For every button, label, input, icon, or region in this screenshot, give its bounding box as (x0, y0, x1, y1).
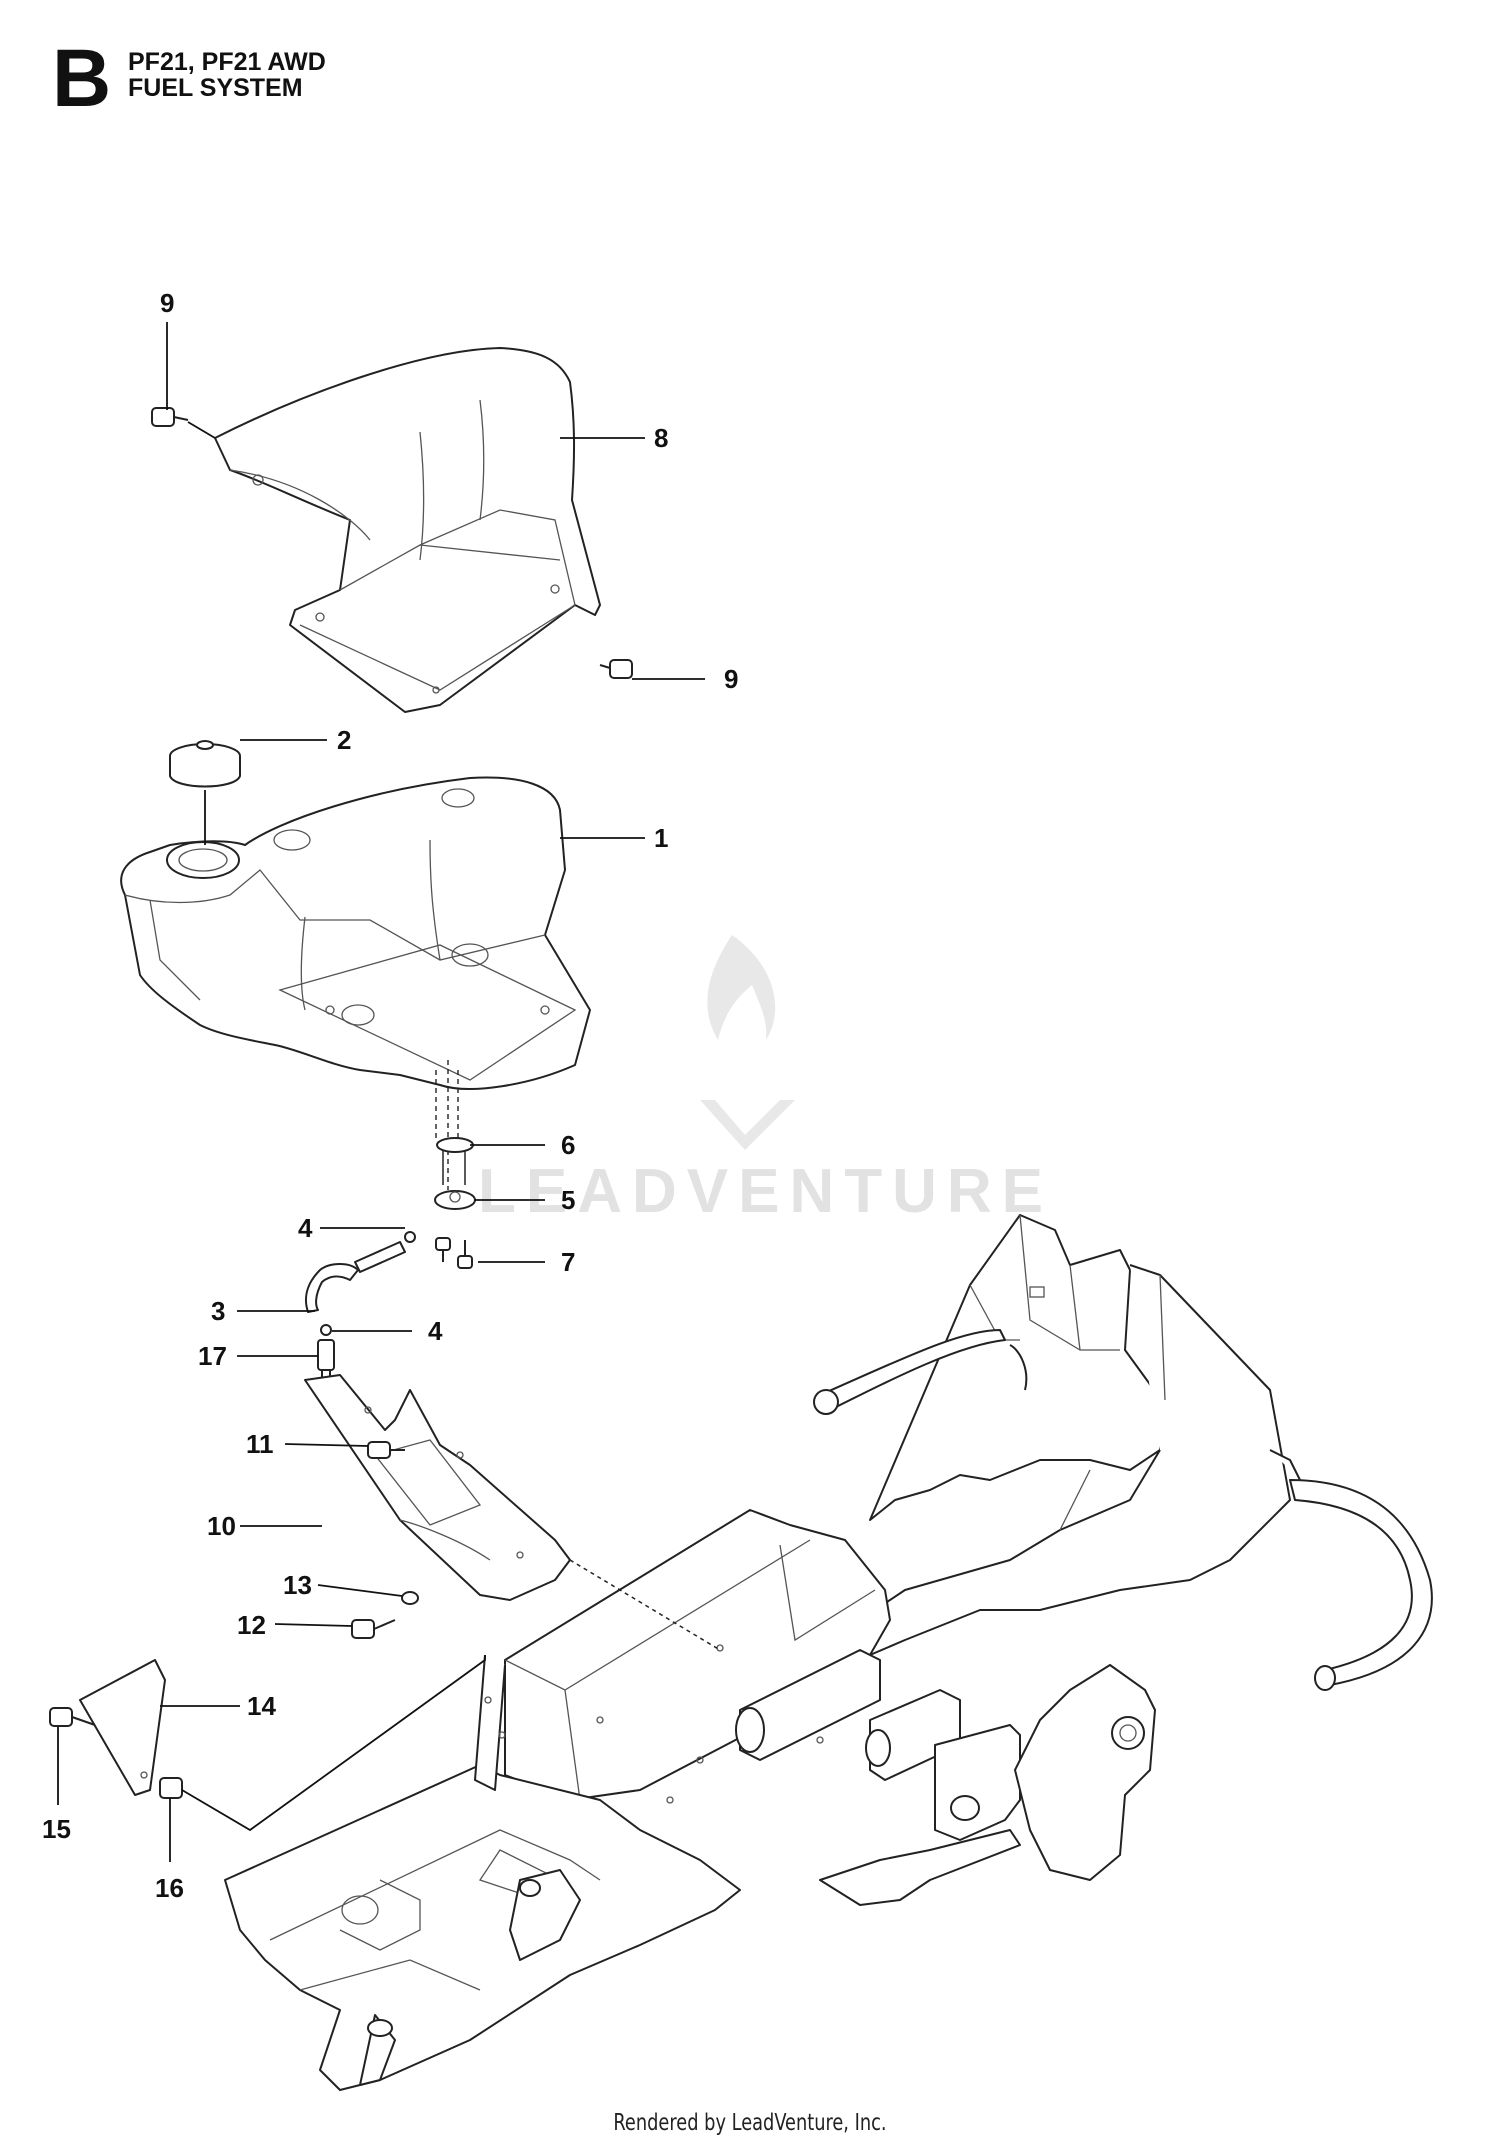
washer-part-13 (401, 1591, 419, 1605)
o-ring-part-6 (436, 1137, 474, 1153)
section-title: FUEL SYSTEM (128, 74, 303, 102)
plate-part-14 (79, 1659, 166, 1796)
model-names: PF21, PF21 AWD (128, 48, 326, 76)
leader-lines (57, 322, 705, 1862)
callout-9-top: 9 (160, 288, 174, 318)
callout-11: 11 (246, 1429, 274, 1459)
hose-clamp-part-4-lower (320, 1324, 332, 1336)
callout-15: 15 (42, 1814, 71, 1844)
rendered-by-footer: Rendered by LeadVenture, Inc. (613, 2110, 887, 2136)
callout-8: 8 (654, 423, 668, 453)
screw-part-11 (367, 1441, 405, 1459)
screw-part-9-lower (599, 659, 633, 679)
bolt-part-12 (351, 1619, 396, 1639)
callout-12: 12 (237, 1610, 266, 1640)
callout-7: 7 (561, 1247, 575, 1277)
screw-part-7-left (435, 1237, 451, 1262)
fuel-pickup-assembly (434, 1060, 476, 1269)
callout-1: 1 (654, 823, 668, 853)
fuel-hose-part-3 (305, 1231, 416, 1336)
callout-10: 10 (207, 1511, 236, 1541)
nut-part-16 (159, 1777, 183, 1799)
fuel-tank-part-1 (120, 776, 591, 1090)
section-letter: B (52, 33, 112, 124)
fuel-flange-part-5 (434, 1190, 476, 1210)
callout-4-upper: 4 (298, 1213, 313, 1243)
fuel-cap-part-2 (169, 740, 241, 788)
callout-6: 6 (561, 1130, 575, 1160)
hose-clamp-part-4-upper (404, 1231, 416, 1243)
callout-4-lower: 4 (428, 1316, 443, 1346)
screw-part-15 (49, 1707, 96, 1727)
callout-5: 5 (561, 1185, 575, 1215)
callout-3: 3 (211, 1296, 225, 1326)
callout-14: 14 (247, 1691, 276, 1721)
leadventure-watermark: LEADVENTURE (478, 935, 1053, 1226)
watermark-text: LEADVENTURE (478, 1157, 1053, 1226)
callout-2: 2 (337, 725, 351, 755)
tank-cover-part-8 (214, 347, 601, 713)
screw-part-9-upper (151, 407, 189, 427)
callouts: 9 8 9 2 1 6 5 4 7 3 4 17 11 10 13 12 14 … (42, 288, 738, 1903)
callout-17: 17 (198, 1341, 227, 1371)
tractor-frame (224, 1214, 1433, 2091)
callout-9-lower: 9 (724, 664, 738, 694)
screw-part-7-right (457, 1240, 473, 1269)
callout-16: 16 (155, 1873, 184, 1903)
heat-shield-part-10 (304, 1374, 571, 1601)
callout-13: 13 (283, 1570, 312, 1600)
